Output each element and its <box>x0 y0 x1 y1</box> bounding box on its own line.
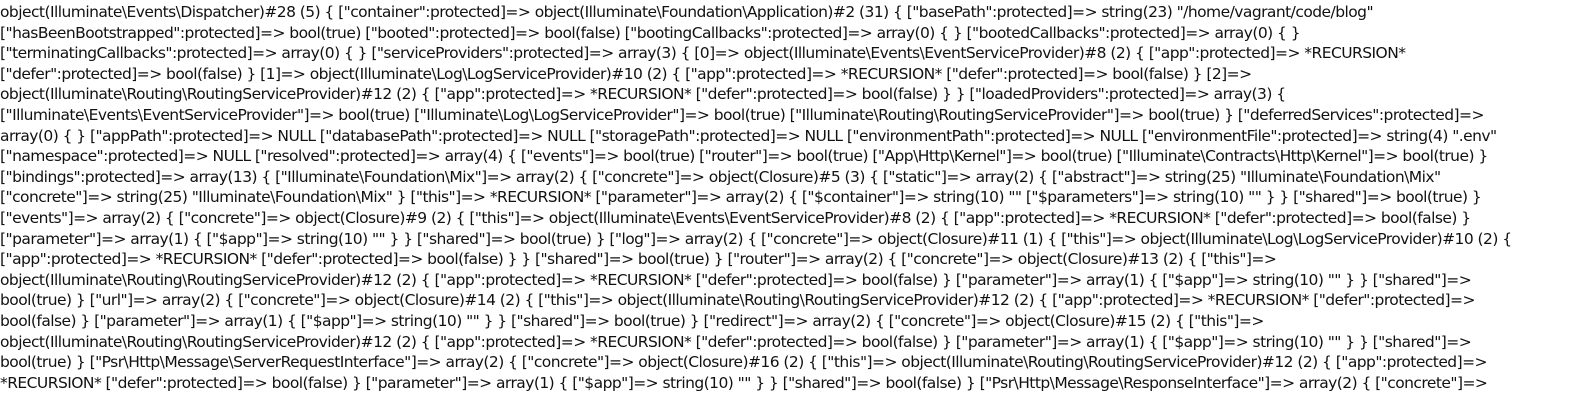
dump-line: ["events"]=> array(2) { ["concrete"]=> o… <box>0 208 1471 227</box>
dump-line: ["namespace":protected]=> NULL ["resolve… <box>0 147 1488 166</box>
dump-line: object(Illuminate\Routing\RoutingService… <box>0 332 1472 351</box>
dump-line: ["app":protected]=> *RECURSION* ["defer"… <box>0 250 1277 269</box>
dump-line: array(0) { } ["appPath":protected]=> NUL… <box>0 126 1497 145</box>
dump-line: bool(false) } ["parameter"]=> array(1) {… <box>0 311 1264 330</box>
dump-line: bool(true) } ["url"]=> array(2) { ["conc… <box>0 291 1475 310</box>
dump-line: ["defer":protected]=> bool(false) } [1]=… <box>0 64 1252 83</box>
dump-line: object(Illuminate\Routing\RoutingService… <box>0 270 1472 289</box>
dump-line: ["parameter"]=> array(1) { ["$app"]=> st… <box>0 229 1512 248</box>
dump-line: ["concrete"]=> string(25) "Illuminate\Fo… <box>0 188 1482 207</box>
dump-line: ["terminatingCallbacks":protected]=> arr… <box>0 44 1406 63</box>
dump-line: ["hasBeenBootstrapped":protected]=> bool… <box>0 23 1301 42</box>
dump-line: bool(true) } ["Psr\Http\Message\ServerRe… <box>0 353 1488 372</box>
dump-line: ["bindings":protected]=> array(13) { ["I… <box>0 167 1441 186</box>
dump-line: ["Illuminate\Events\EventServiceProvider… <box>0 105 1484 124</box>
dump-line: object(Illuminate\Routing\RoutingService… <box>0 85 1286 104</box>
var-dump-output: object(Illuminate\Events\Dispatcher)#28 … <box>0 3 1512 392</box>
dump-line: object(Illuminate\Events\Dispatcher)#28 … <box>0 3 1374 21</box>
dump-line: *RECURSION* ["defer":protected]=> bool(f… <box>0 373 1488 392</box>
